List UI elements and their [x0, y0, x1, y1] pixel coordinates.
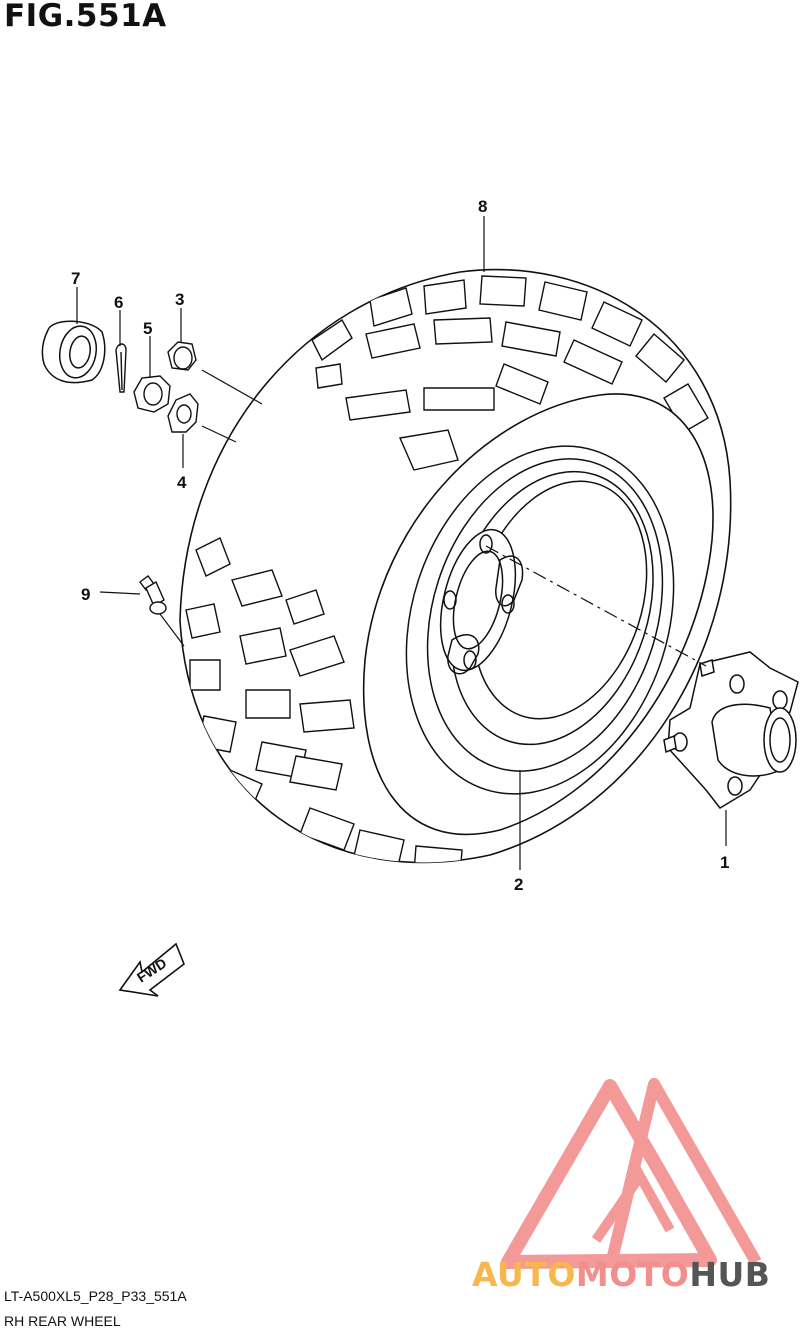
callout-6: 6	[114, 293, 123, 312]
cotter-pin	[115, 343, 127, 393]
watermark-brand: AUTOMOTOHUB	[472, 1255, 770, 1294]
callout-8: 8	[478, 197, 487, 216]
callout-2: 2	[514, 875, 523, 894]
watermark-moto: MOTO	[575, 1255, 690, 1294]
tire-valve	[139, 575, 167, 615]
callout-9: 9	[81, 585, 90, 604]
castle-nut	[133, 375, 171, 413]
wheel-hub	[663, 651, 799, 809]
callout-3: 3	[175, 290, 184, 309]
lock-washer	[167, 393, 199, 433]
watermark-hub: HUB	[689, 1255, 771, 1294]
watermark-logo	[501, 1078, 762, 1269]
footer-code: LT-A500XL5_P28_P33_551A	[4, 1288, 187, 1304]
wheel-nut	[167, 341, 197, 371]
wheel-rim	[405, 445, 675, 795]
footer-name: RH REAR WHEEL	[4, 1313, 121, 1329]
tread-pattern	[185, 275, 709, 863]
callout-1: 1	[720, 853, 729, 872]
watermark-auto: AUTO	[472, 1255, 576, 1294]
figure-title: FIG.551A	[4, 0, 167, 34]
callout-7: 7	[71, 269, 80, 288]
fwd-arrow: FWD	[118, 942, 185, 997]
callout-5: 5	[143, 319, 152, 338]
callout-4: 4	[177, 473, 187, 492]
leader-lines	[76, 216, 727, 870]
hub-cap	[41, 320, 106, 384]
